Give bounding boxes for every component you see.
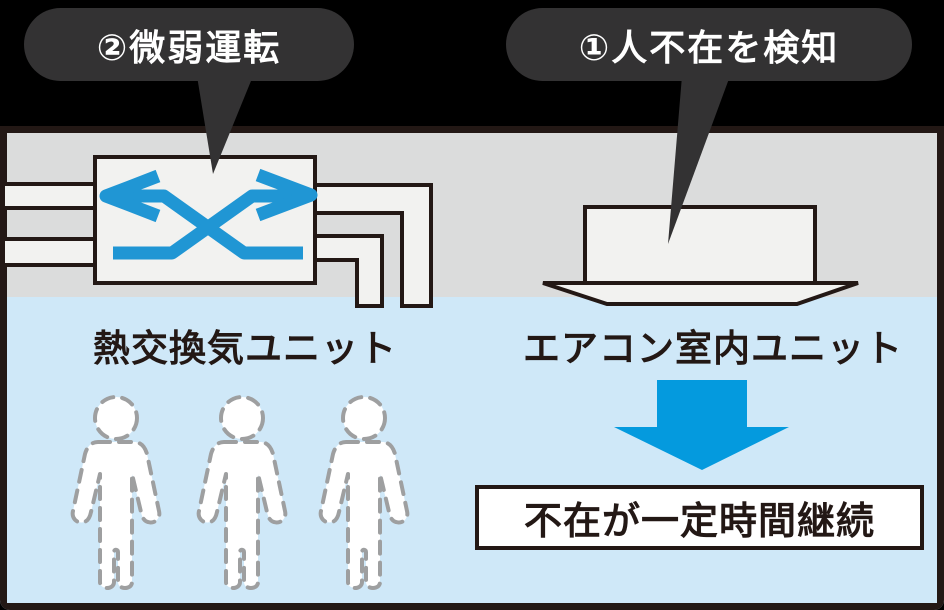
duct-left-lower (1, 237, 99, 267)
callout-step2-weak-operation: ②微弱運転 (24, 8, 354, 81)
absent-people (70, 395, 410, 590)
person-silhouette (318, 395, 410, 590)
callout-step2-label: ②微弱運転 (96, 26, 282, 68)
callout-step1-absence-detected: ①人不在を検知 (506, 8, 912, 81)
bubble-tail-detect (668, 76, 730, 244)
duct-right-inner-elbow (311, 234, 384, 308)
result-box: 不在が一定時間継続 (475, 485, 924, 550)
duct-left-upper (1, 182, 99, 210)
person-silhouette (70, 395, 162, 590)
person-silhouette (196, 395, 288, 590)
duct-pipes-left (1, 182, 99, 267)
callout-step1-label: ①人不在を検知 (578, 26, 840, 68)
bubble-tail-weak (197, 76, 253, 174)
aircon-panel (542, 281, 859, 306)
result-label: 不在が一定時間継続 (523, 501, 875, 543)
crossflow-line-to-right (113, 189, 304, 260)
right-arrowhead-icon (255, 168, 318, 222)
aircon-indoor-unit (542, 205, 859, 306)
heat-exchange-crossflow-icon (99, 168, 318, 260)
left-arrowhead-icon (99, 169, 161, 223)
duct-pipes-right (311, 183, 433, 308)
heat-exchange-unit-label: 熱交換気ユニット (93, 328, 397, 369)
aircon-body (583, 205, 817, 285)
down-arrow-icon (614, 380, 789, 470)
aircon-indoor-unit-label: エアコン室内ユニット (523, 328, 903, 369)
